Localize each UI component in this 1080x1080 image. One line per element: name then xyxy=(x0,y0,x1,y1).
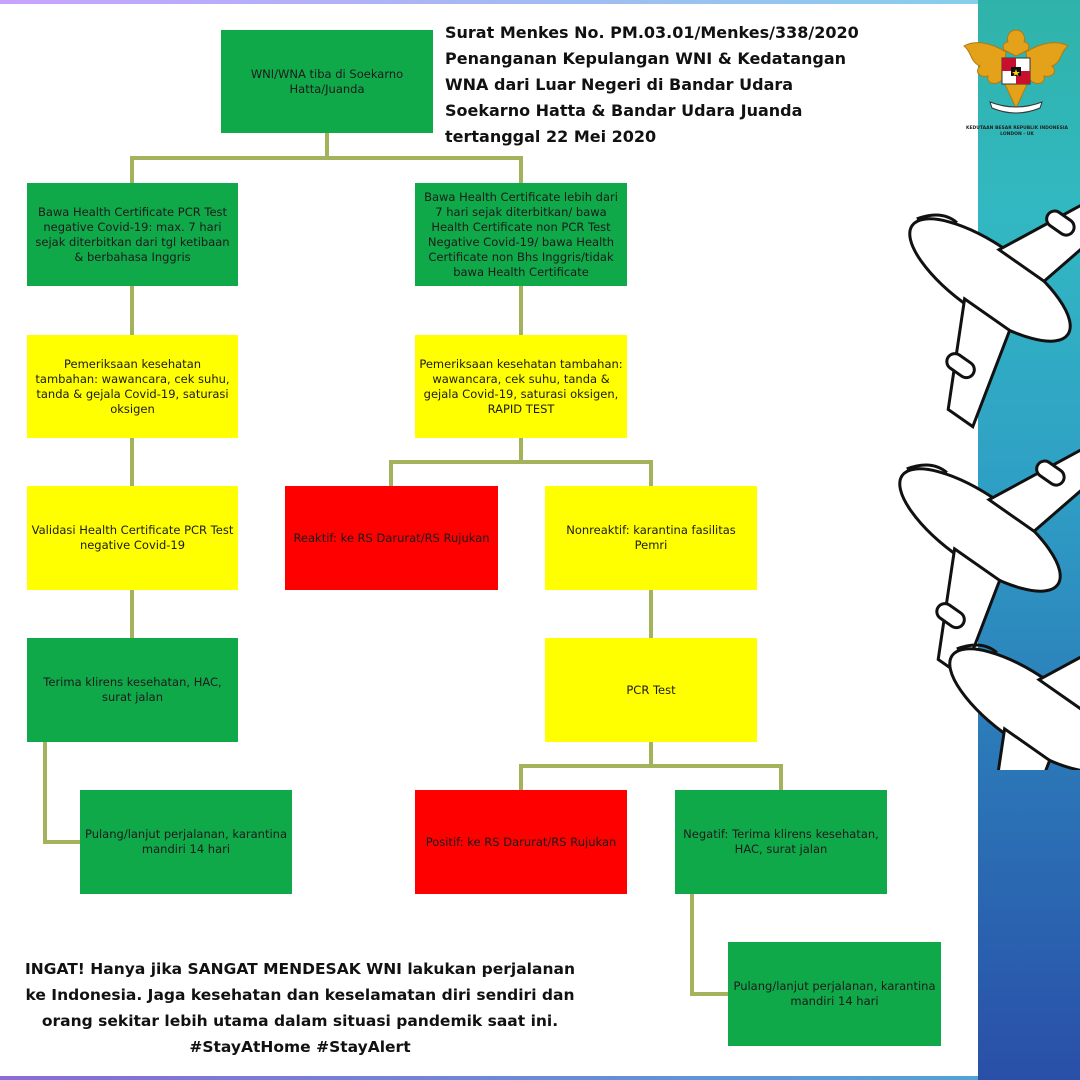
box-positive: Positif: ke RS Darurat/RS Rujukan xyxy=(415,790,627,894)
box-pcr-test: PCR Test xyxy=(545,638,757,742)
conn-pcr-split xyxy=(519,740,783,792)
bottom-accent-bar xyxy=(0,1076,1080,1080)
conn-right-home xyxy=(690,892,730,996)
box-left-validation: Validasi Health Certificate PCR Test neg… xyxy=(27,486,238,590)
box-reactive: Reaktif: ke RS Darurat/RS Rujukan xyxy=(285,486,498,590)
box-left-certificate: Bawa Health Certificate PCR Test negativ… xyxy=(27,183,238,286)
box-negative: Negatif: Terima klirens kesehatan, HAC, … xyxy=(675,790,887,894)
airplane-outline-icon xyxy=(898,194,1080,770)
box-nonreactive: Nonreaktif: karantina fasilitas Pemri xyxy=(545,486,757,590)
header-title: Surat Menkes No. PM.03.01/Menkes/338/202… xyxy=(445,23,859,146)
conn-left-home xyxy=(43,740,82,844)
box-right-home: Pulang/lanjut perjalanan, karantina mand… xyxy=(728,942,941,1046)
conn-start-split xyxy=(130,131,523,185)
conn-right-split xyxy=(389,436,653,488)
garuda-emblem-icon xyxy=(963,29,1069,114)
top-accent-bar xyxy=(0,0,1080,4)
box-right-certificate: Bawa Health Certificate lebih dari 7 har… xyxy=(415,183,627,286)
emblem-caption: KEDUTAAN BESAR REPUBLIK INDONESIA LONDON… xyxy=(966,126,1068,137)
box-left-home: Pulang/lanjut perjalanan, karantina mand… xyxy=(80,790,292,894)
box-right-exam: Pemeriksaan kesehatan tambahan: wawancar… xyxy=(415,335,627,438)
box-left-clearance: Terima klirens kesehatan, HAC, surat jal… xyxy=(27,638,238,742)
box-arrival: WNI/WNA tiba di Soekarno Hatta/Juanda xyxy=(221,30,433,133)
footer-reminder: INGAT! Hanya jika SANGAT MENDESAK WNI la… xyxy=(24,960,575,1056)
box-left-exam: Pemeriksaan kesehatan tambahan: wawancar… xyxy=(27,335,238,438)
